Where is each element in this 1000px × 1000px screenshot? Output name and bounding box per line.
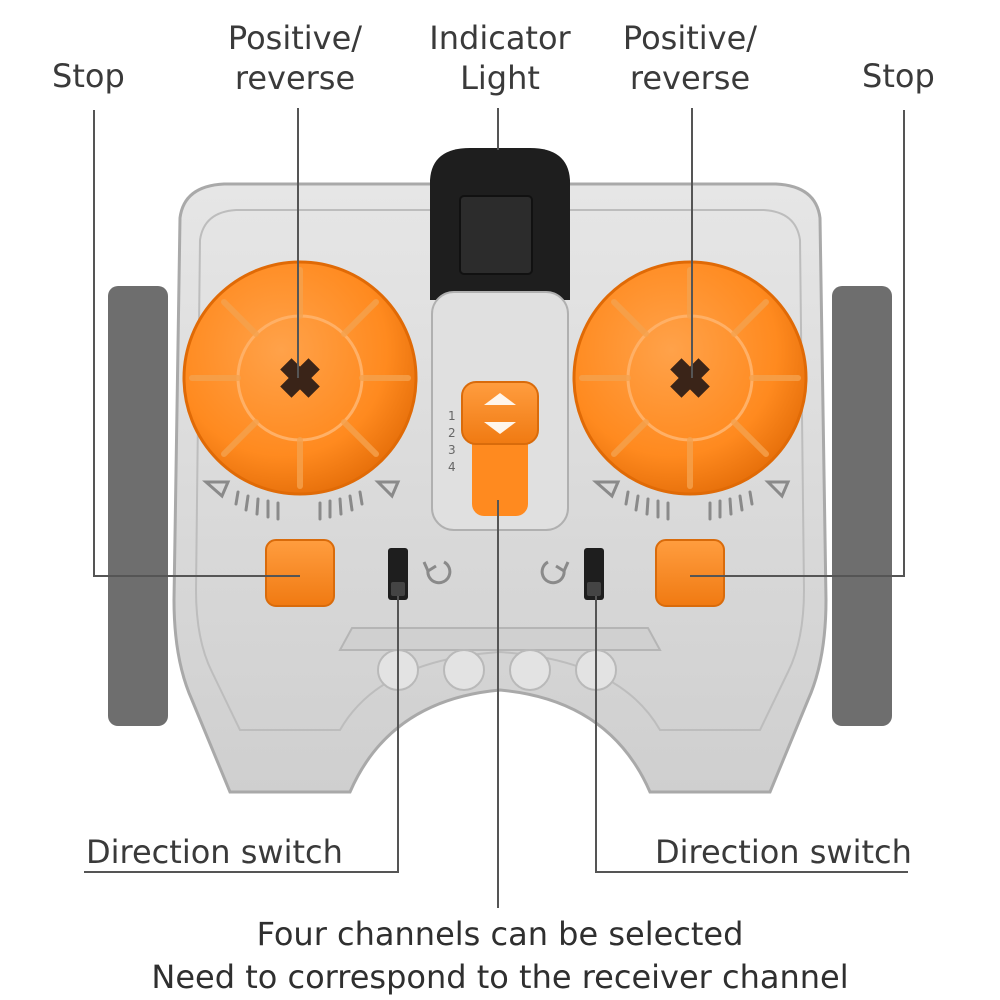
label-stop-right: Stop xyxy=(862,57,935,95)
direction-switch-right-lever xyxy=(587,582,601,596)
chevron-up-icon xyxy=(484,393,516,405)
label-positive-right-line2: reverse xyxy=(629,59,751,97)
label-positive-reverse-right: Positive/ reverse xyxy=(605,18,775,98)
leader-lines xyxy=(84,108,908,908)
stop-button-right[interactable] xyxy=(655,539,725,607)
label-direction-switch-right: Direction switch xyxy=(655,833,912,871)
leader-stop-right xyxy=(690,110,905,577)
label-positive-right-line1: Positive/ xyxy=(622,19,758,57)
label-positive-left-line1: Positive/ xyxy=(227,19,363,57)
label-direction-switch-left: Direction switch xyxy=(86,833,343,871)
rotate-ccw-icon xyxy=(422,560,452,585)
right-side-grip xyxy=(832,286,892,726)
rotate-cw-icon xyxy=(540,560,570,585)
right-speed-wheel[interactable] xyxy=(572,260,808,496)
leader-direction-right xyxy=(595,596,908,873)
left-dial-scale xyxy=(202,480,401,521)
stud-2 xyxy=(443,649,485,691)
leader-direction-left xyxy=(84,596,399,873)
channel-number-3: 3 xyxy=(448,443,456,457)
channel-selector-knob[interactable] xyxy=(461,381,539,445)
lower-panel-step xyxy=(338,627,662,651)
leader-stop-left xyxy=(93,110,300,577)
chevron-down-icon xyxy=(484,422,516,434)
channel-number-2: 2 xyxy=(448,426,456,440)
caption-line-1: Four channels can be selected xyxy=(256,915,744,953)
left-speed-wheel[interactable] xyxy=(182,260,418,496)
body-inner-bevel xyxy=(194,209,806,731)
label-indicator-line2: Light xyxy=(460,59,540,97)
left-side-grip xyxy=(108,286,168,726)
cross-axle-hole-icon xyxy=(280,358,320,398)
stop-button-left[interactable] xyxy=(265,539,335,607)
label-indicator-light: Indicator Light xyxy=(415,18,585,98)
direction-switch-left-lever xyxy=(391,582,405,596)
channel-numbers: 1 2 3 4 xyxy=(448,409,456,474)
indicator-light-window xyxy=(459,195,533,275)
right-dial-scale xyxy=(592,480,791,521)
label-positive-left-line2: reverse xyxy=(234,59,356,97)
channel-number-1: 1 xyxy=(448,409,456,423)
stud-3 xyxy=(509,649,551,691)
channel-number-4: 4 xyxy=(448,460,456,474)
label-positive-reverse-left: Positive/ reverse xyxy=(210,18,380,98)
label-indicator-line1: Indicator xyxy=(429,19,571,57)
label-stop-left: Stop xyxy=(52,57,125,95)
caption-line-2: Need to correspond to the receiver chann… xyxy=(151,958,849,996)
cross-axle-hole-icon xyxy=(670,358,710,398)
